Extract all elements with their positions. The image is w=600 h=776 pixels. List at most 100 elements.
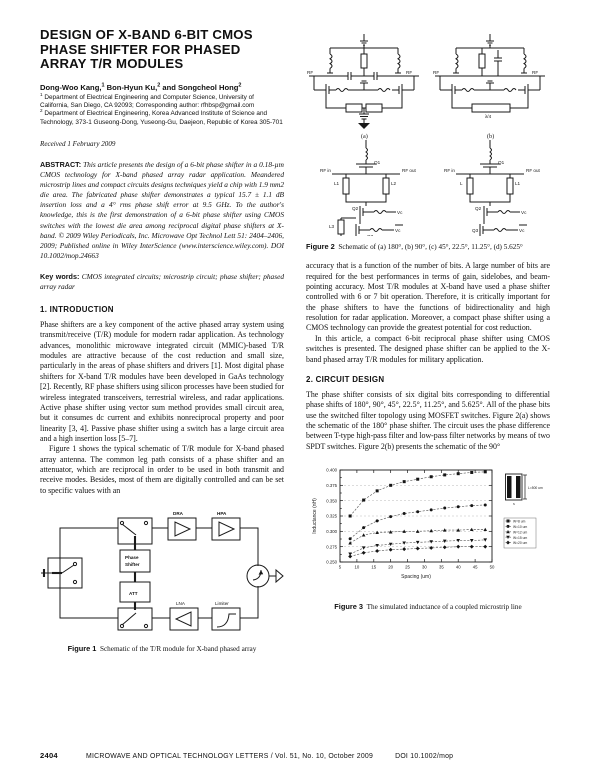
footer-doi: DOI 10.1002/mop <box>395 753 454 760</box>
chart-data-point <box>415 540 420 545</box>
intro-paragraph-1: Phase shifters are a key component of th… <box>40 320 284 443</box>
figure-2-caption-label: Figure 2 <box>306 242 335 251</box>
figure2c-label-l2: L2 <box>391 181 397 186</box>
chart-inset-outline <box>505 473 523 501</box>
figure-1: DRA HPA Phase Shifter ATT <box>40 510 284 638</box>
chart-data-point <box>348 514 352 518</box>
keywords-label: Key words: <box>40 271 80 281</box>
chart-data-point <box>348 552 352 556</box>
figure-2d-circuit: Q1 RF in RF out L L1 <box>444 140 541 236</box>
chart-data-point <box>415 546 420 551</box>
chart-inset-spacing-label: s <box>513 502 515 506</box>
figure-2a-subcaption: (a) <box>361 133 368 140</box>
chart-yaxis-label: Inductance (nH) <box>312 498 318 534</box>
keywords: Key words: CMOS integrated circuits; mic… <box>40 272 284 292</box>
figure-2-schematics: RF RF <box>307 34 545 236</box>
chart-xtick-label: 40 <box>456 564 461 569</box>
chart-data-point <box>483 544 488 549</box>
figure2c-label-q3: Q3 <box>367 234 374 236</box>
figure2b-label-rf-in: RF <box>433 70 439 75</box>
chart-data-point <box>348 537 352 541</box>
chart-xtick-label: 5 <box>339 564 342 569</box>
chart-xtick-label: 35 <box>439 564 444 569</box>
chart-data-point <box>375 548 380 553</box>
figure2c-label-q2: Q2 <box>352 206 359 211</box>
received-date: Received 1 February 2009 <box>40 139 116 148</box>
chart-data-point <box>389 515 393 519</box>
figure-2: RF RF <box>306 28 550 236</box>
chart-data-point <box>375 519 379 523</box>
figure-2-caption: Figure 2 Schematic of (a) 180°, (b) 90°,… <box>306 242 550 252</box>
author-2-sup: 2 <box>157 82 161 89</box>
chart-xtick-label: 50 <box>490 564 495 569</box>
figure-3-caption: Figure 3 The simulated inductance of a c… <box>306 602 550 612</box>
chart-data-point <box>470 470 474 474</box>
figure2a-label-rf-out: RF <box>406 70 412 75</box>
chart-series-line <box>349 504 486 539</box>
chart-data-point <box>375 543 379 548</box>
chart-data-point <box>388 547 393 552</box>
footer-page-number: 2404 <box>40 751 58 760</box>
chart-data-point <box>442 539 447 543</box>
figure2c-label-l1: L1 <box>334 181 340 186</box>
abstract: ABSTRACT: This article presents the desi… <box>40 160 284 261</box>
author-2: Bon-Hyun Ku, <box>106 82 158 92</box>
right-column: RF RF <box>306 28 550 654</box>
right-continued-paragraph-1: accuracy that is a function of the numbe… <box>306 261 550 333</box>
figure2c-label-q1: Q1 <box>374 160 381 165</box>
figure-1-schematic: DRA HPA Phase Shifter ATT <box>41 511 284 631</box>
author-1-sup: 1 <box>101 82 105 89</box>
figure-2b-circuit: RF RF <box>433 34 545 140</box>
chart-data-point <box>361 533 366 537</box>
chart-legend-label: W=15 um <box>513 536 527 540</box>
chart-ytick-label: 0.250 <box>326 560 337 565</box>
chart-ytick-label: 0.350 <box>326 498 337 503</box>
chart-series-line <box>350 546 486 557</box>
chart-ytick-label: 0.325 <box>326 514 337 519</box>
chart-data-point <box>402 511 406 515</box>
chart-ytick-label: 0.275 <box>326 544 337 549</box>
chart-data-point <box>429 508 433 512</box>
page-footer: 2404 MICROWAVE AND OPTICAL TECHNOLOGY LE… <box>40 751 453 760</box>
affiliation-1-sup: 1 <box>40 91 43 97</box>
chart-xtick-label: 20 <box>388 564 393 569</box>
figure2d-label-rf-in: RF in <box>444 168 455 173</box>
chart-data-point <box>469 538 474 543</box>
chart-legend-marker <box>506 524 510 528</box>
affiliation-2: 2 Department of Electrical Engineering, … <box>40 108 284 127</box>
abstract-label: ABSTRACT: <box>40 159 82 169</box>
affiliation-1-text: Department of Electrical Engineering and… <box>40 93 255 110</box>
chart-legend-marker <box>506 519 510 523</box>
figure2b-label-rf-out: RF <box>532 70 538 75</box>
chart-data-point <box>469 544 474 549</box>
keywords-text: CMOS integrated circuits; microstrip cir… <box>40 271 284 291</box>
intro-paragraph-2: Figure 1 shows the typical schematic of … <box>40 444 284 495</box>
figure1-label-phase-shifter-2: Shifter <box>125 562 140 567</box>
chart-data-point <box>402 480 406 484</box>
affiliation-1: 1 Department of Electrical Engineering a… <box>40 91 284 111</box>
figure1-label-lna: LNA <box>176 601 186 606</box>
chart-xtick-label: 10 <box>354 564 359 569</box>
chart-data-point <box>402 529 406 533</box>
page-title: DESIGN OF X-BAND 6-BIT CMOS PHASE SHIFTE… <box>40 27 253 72</box>
chart-data-point <box>456 528 461 532</box>
author-list: Dong-Woo Kang,1 Bon-Hyun Ku,2 and Songch… <box>40 83 284 93</box>
chart-legend-label: W=10 um <box>513 525 527 529</box>
figure-2b-subcaption: (b) <box>487 133 494 140</box>
chart-legend-marker <box>506 529 510 534</box>
chart-data-point <box>388 542 393 546</box>
chart-data-point <box>483 538 488 542</box>
figure-1-caption-text: Schematic of the T/R module for X-band p… <box>99 644 257 653</box>
figure2d-label-q3: Q3 <box>472 228 479 233</box>
chart-ytick-label: 0.300 <box>326 529 337 534</box>
chart-data-point <box>443 506 447 510</box>
chart-data-point <box>483 503 487 507</box>
chart-data-point <box>442 528 447 532</box>
circuit-design-paragraph: The phase shifter consists of six digita… <box>306 389 550 451</box>
chart-data-point <box>348 541 352 545</box>
chart-inset-conductor-left <box>507 475 512 498</box>
figure-2a-circuit: RF RF <box>307 34 419 140</box>
figure2d-label-q1: Q1 <box>498 160 505 165</box>
chart-data-point <box>429 475 433 479</box>
